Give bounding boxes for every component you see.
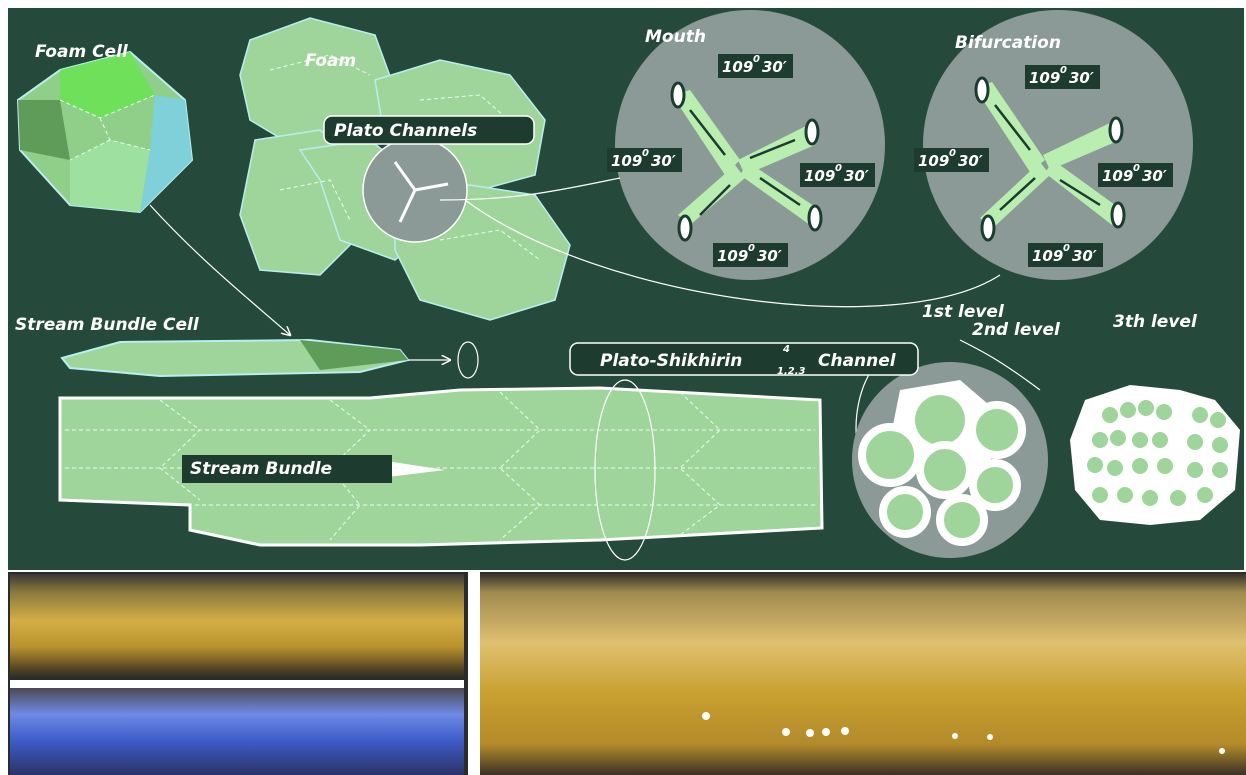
second-level-cross-section (1070, 385, 1240, 525)
angle-tail: 30′ (1142, 167, 1167, 185)
angle-sup: 0 (642, 148, 649, 159)
channel-label-sub: 1,2,3 (777, 366, 806, 377)
third-level-label: 3th level (1113, 312, 1198, 332)
angle-tail: 30′ (762, 58, 787, 76)
angle-label: 109 (611, 152, 642, 170)
bifurcation-label: Bifurcation (955, 33, 1061, 53)
channel-label-tail: Channel (818, 351, 897, 371)
angle-sup: 0 (949, 148, 956, 159)
plato-channels-label: Plato Channels (334, 121, 477, 141)
angle-sup: 0 (1063, 243, 1070, 254)
angle-label: 109 (1102, 167, 1133, 185)
gold-stream-photo (10, 574, 464, 678)
enlarged-gold-stream-photo (480, 572, 1246, 775)
angle-sup: 0 (1133, 163, 1140, 174)
angle-tail: 30′ (757, 247, 782, 265)
angle-label: 109 (804, 167, 835, 185)
angle-label: 109 (1029, 69, 1060, 87)
photo-divider (10, 680, 464, 688)
angle-label: 109 (717, 247, 748, 265)
mouth-disk (615, 10, 885, 280)
angle-tail: 30′ (1072, 247, 1097, 265)
first-level-label: 1st level (922, 302, 1005, 322)
angle-sup: 0 (753, 54, 760, 65)
channel-label-main: Plato-Shikhirin (600, 351, 742, 371)
channel-label-sup: 4 (782, 344, 790, 355)
angle-tail: 30′ (1069, 69, 1094, 87)
angle-sup: 0 (748, 243, 755, 254)
angle-tail: 30′ (844, 167, 869, 185)
stream-bundle-cell-label: Stream Bundle Cell (15, 315, 200, 335)
mouth-label: Mouth (645, 27, 706, 47)
angle-sup: 0 (835, 163, 842, 174)
foam-label: Foam (305, 51, 356, 71)
second-level-label: 2nd level (972, 320, 1061, 340)
angle-label: 109 (1032, 247, 1063, 265)
angle-tail: 30′ (958, 152, 983, 170)
blue-stream-photo (10, 688, 464, 775)
angle-sup: 0 (1060, 65, 1067, 76)
angle-label: 109 (918, 152, 949, 170)
angle-tail: 30′ (651, 152, 676, 170)
angle-label: 109 (722, 58, 753, 76)
foam-cell-label: Foam Cell (35, 42, 129, 62)
first-level-cross-section (852, 362, 1048, 558)
stream-bundle-label: Stream Bundle (190, 459, 332, 479)
